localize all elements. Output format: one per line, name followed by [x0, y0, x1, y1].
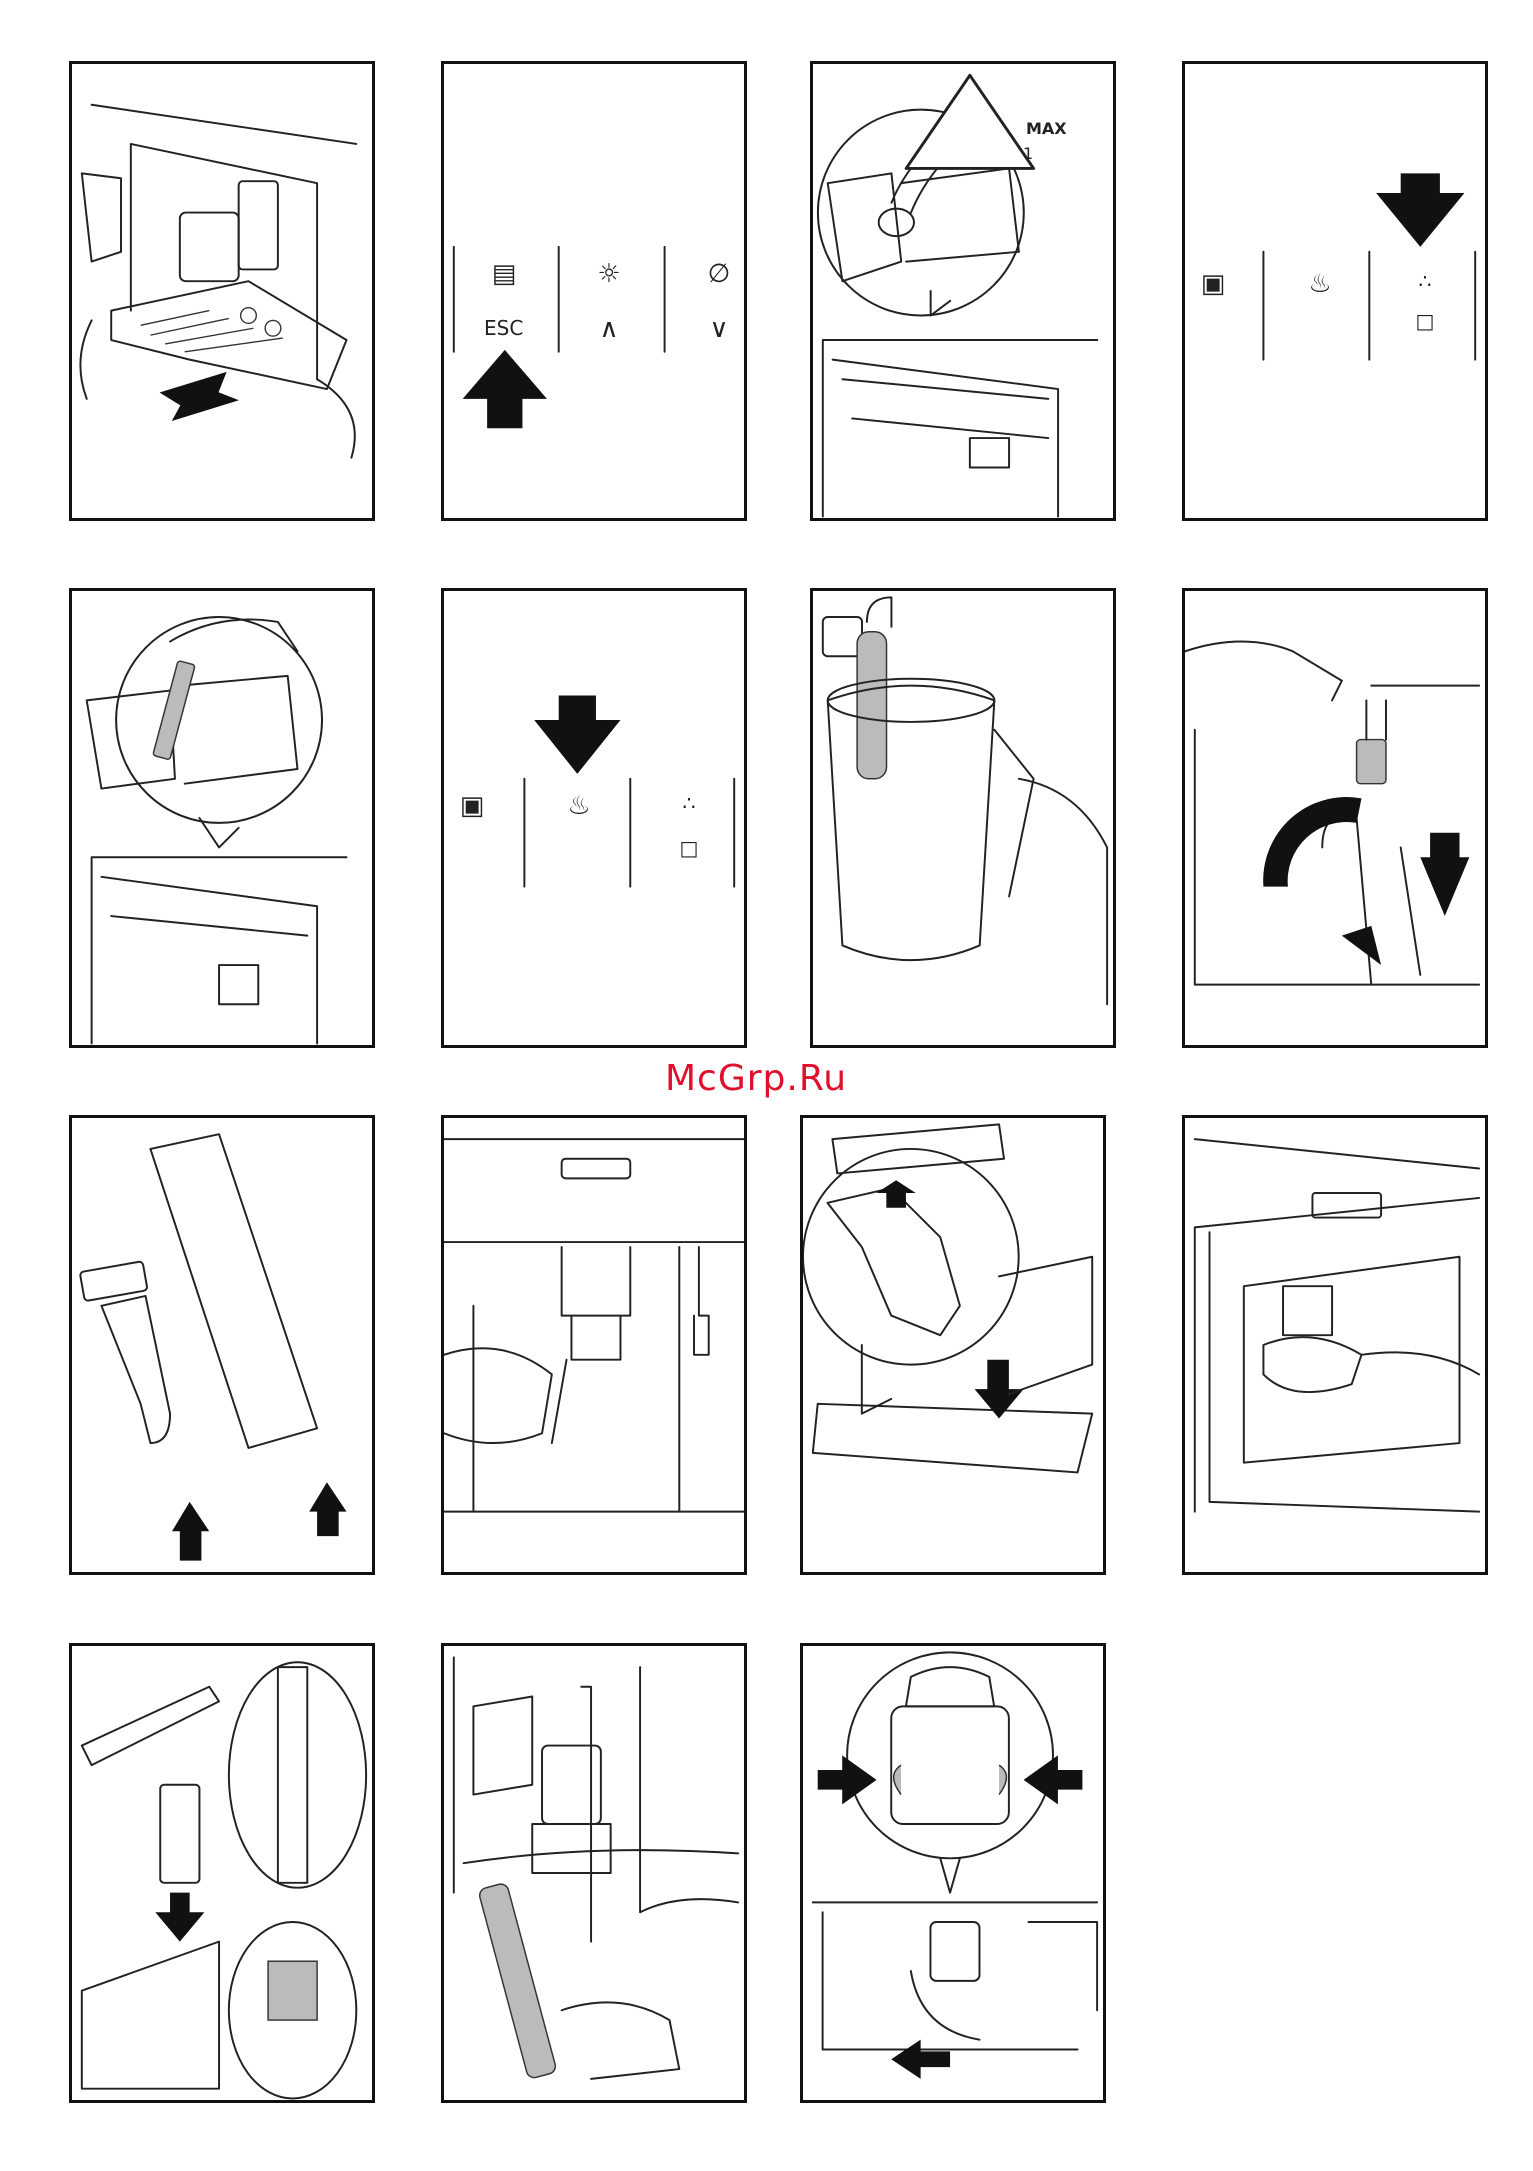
- panel-steam-button-row2: ▣ ♨ ∴ □: [441, 588, 747, 1048]
- panel-remove-nozzle: [1182, 588, 1488, 1048]
- panel-filter-cartridge: [69, 1643, 375, 2103]
- bulb-icon[interactable]: ☼: [589, 259, 629, 289]
- panel-clean-brew-unit: [441, 1643, 747, 2103]
- warning-max-label: MAX: [1026, 119, 1067, 138]
- panel-insert-stirrer: [69, 588, 375, 1048]
- nozzle-illustration: [1185, 591, 1485, 1045]
- watermark-text: McGrp.Ru: [665, 1058, 847, 1099]
- panel-steam-button-row1: ▣ ♨ ∴ □: [1182, 61, 1488, 521]
- panel-nozzle-parts: [69, 1115, 375, 1575]
- book-icon[interactable]: ▤: [484, 259, 524, 289]
- esc-label[interactable]: ESC: [484, 316, 523, 340]
- up-arrow-icon-3: [309, 1482, 346, 1536]
- down-arrow-icon-3: [1420, 833, 1469, 916]
- panel-clean-needle: [441, 1115, 747, 1575]
- filter-cartridge-illustration: [72, 1646, 372, 2100]
- hot-water-icon[interactable]: ∴: [1405, 269, 1445, 293]
- left-arrow-icon-2: [891, 2040, 950, 2079]
- needle-cleaning-illustration: [444, 1118, 744, 1572]
- nozzle-parts-illustration: [72, 1118, 372, 1572]
- cup-icon-2: □: [669, 836, 709, 860]
- cup-icon: □: [1405, 309, 1445, 333]
- stirrer-illustration: [72, 591, 372, 1045]
- wipe-outlet-illustration: [1185, 1118, 1485, 1572]
- down-arrow-icon: [1376, 173, 1464, 247]
- panel-milk-jug: [810, 588, 1116, 1048]
- steam-icon[interactable]: ♨: [1300, 269, 1340, 299]
- descaler-illustration: [813, 64, 1113, 518]
- panel-wipe-outlet: [1182, 1115, 1488, 1575]
- panel-clean-drip-tray: [800, 1115, 1106, 1575]
- up-arrow-icon-4: [877, 1180, 916, 1207]
- brew-unit-illustration: [444, 1646, 744, 2100]
- rotate-arrow-icon: [1263, 797, 1381, 965]
- cup-machine-icon: ▣: [1193, 269, 1233, 299]
- left-arrow-icon: [1024, 1755, 1083, 1804]
- up-arrow-icon: [463, 350, 547, 428]
- drip-tray-illustration: [72, 64, 372, 518]
- panel-remove-brew-unit: [800, 1643, 1106, 2103]
- down-chevron-icon[interactable]: ∨: [699, 314, 739, 344]
- drip-tray-cleaning-illustration: [803, 1118, 1103, 1572]
- panel-add-descaler: MAX 1: [810, 61, 1116, 521]
- panel-esc-button: ▤ ESC ☼ ∧ ∅ ∨: [441, 61, 747, 521]
- down-arrow-icon-5: [155, 1893, 204, 1942]
- right-arrow-icon: [818, 1755, 877, 1804]
- control-panel-illustration: [444, 64, 744, 518]
- panel-remove-drip-tray: [69, 61, 375, 521]
- up-chevron-icon[interactable]: ∧: [589, 314, 629, 344]
- remove-brew-unit-illustration: [803, 1646, 1103, 2100]
- milk-jug-illustration: [813, 591, 1113, 1045]
- steam-icon-2[interactable]: ♨: [559, 791, 599, 821]
- cup-machine-icon-2: ▣: [452, 791, 492, 821]
- coffee-bean-icon[interactable]: ∅: [699, 259, 739, 289]
- up-arrow-icon-2: [172, 1502, 209, 1561]
- warning-qty-label: 1: [1023, 144, 1033, 163]
- hot-water-icon-2[interactable]: ∴: [669, 791, 709, 815]
- down-arrow-icon-2: [534, 695, 620, 773]
